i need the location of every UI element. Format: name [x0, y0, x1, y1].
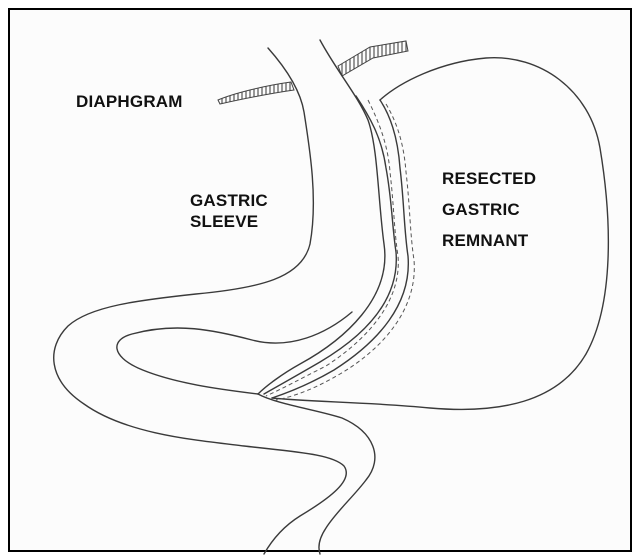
sleeve-label-line-2: SLEEVE — [190, 211, 268, 232]
remnant-label-line-3: REMNANT — [442, 230, 536, 251]
remnant-label-line-1: RESECTED — [442, 168, 536, 189]
sleeve-label-line-1: GASTRIC — [190, 190, 268, 211]
staple-dash-remnant — [276, 104, 414, 400]
sleeve-outer-wall — [54, 48, 347, 554]
resected-remnant-label: RESECTED GASTRIC REMNANT — [442, 168, 536, 251]
staple-line-inner — [272, 100, 408, 398]
diaphragm-right-segment — [338, 41, 408, 76]
remnant-label-line-2: GASTRIC — [442, 199, 536, 220]
duodenum-lower-wall — [258, 394, 375, 554]
staple-dash-sleeve — [266, 100, 398, 396]
remnant-outer-wall — [272, 58, 608, 410]
diaphragm-left-segment — [218, 82, 294, 104]
diaphragm-label: DIAPHGRAM — [76, 91, 183, 112]
staple-line-outer — [264, 96, 396, 394]
duodenum-inner-curve — [117, 312, 352, 394]
gastric-sleeve-label: GASTRIC SLEEVE — [190, 190, 268, 232]
